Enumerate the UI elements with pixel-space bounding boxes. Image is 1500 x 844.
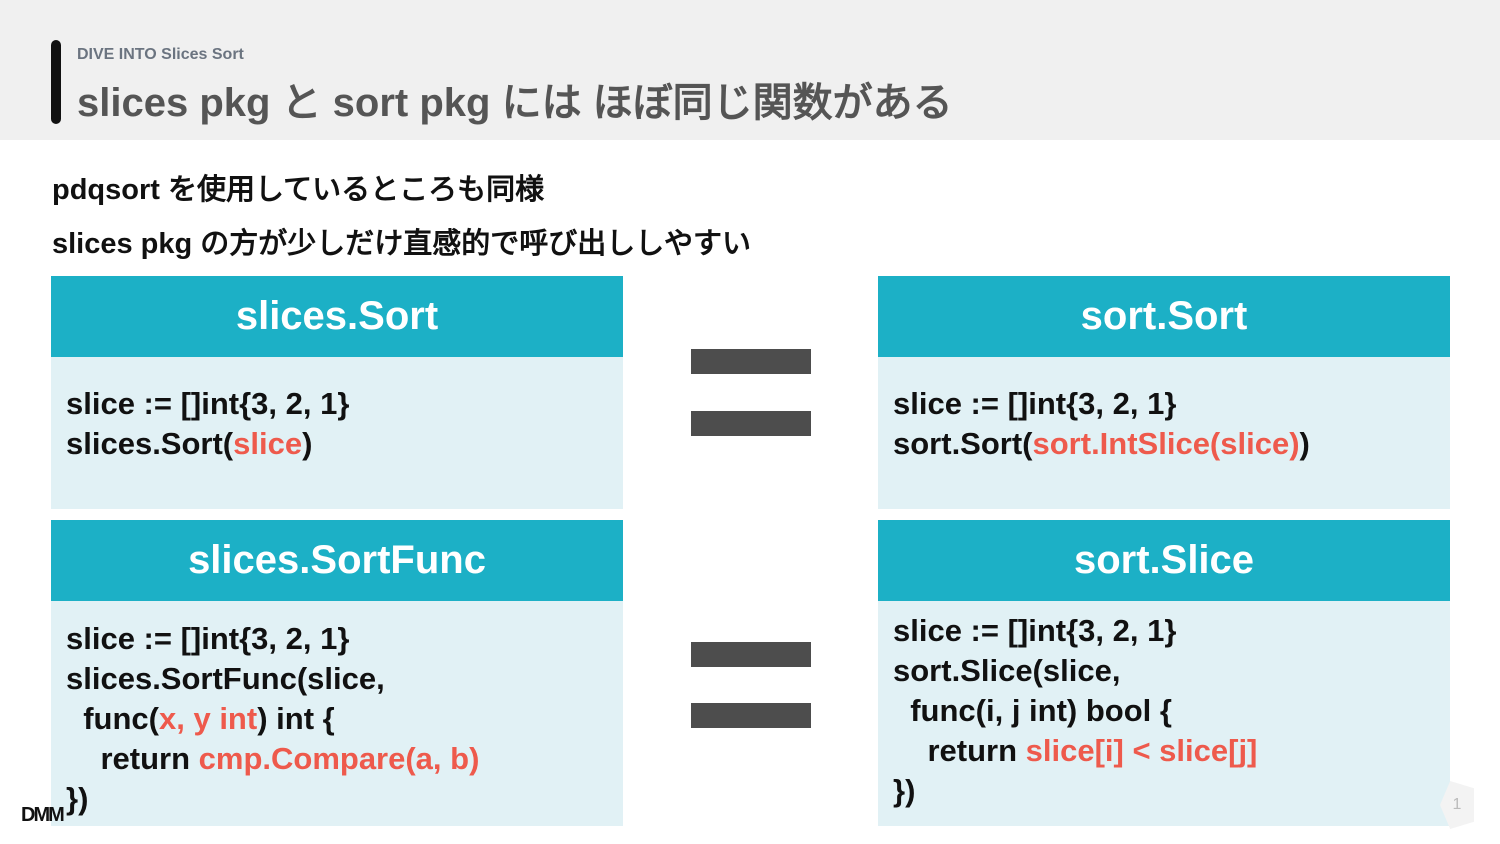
code-block: slice := []int{3, 2, 1} slices.SortFunc(… <box>51 601 623 819</box>
card-slices-sort: slices.Sort slice := []int{3, 2, 1} slic… <box>51 276 623 509</box>
equals-bar <box>691 349 811 374</box>
card-title: sort.Sort <box>878 276 1450 357</box>
code-text: func( <box>66 701 159 736</box>
slide-title: slices pkg と sort pkg には ほぼ同じ関数がある <box>77 81 953 125</box>
code-text: ) <box>1299 426 1310 461</box>
code-line: func(i, j int) bool { <box>893 693 1172 728</box>
code-line: }) <box>66 781 89 816</box>
code-block: slice := []int{3, 2, 1} slices.Sort(slic… <box>51 357 623 464</box>
code-block: slice := []int{3, 2, 1} sort.Sort(sort.I… <box>878 357 1450 464</box>
code-text: sort.Sort( <box>893 426 1033 461</box>
code-line: sort.Slice(slice, <box>893 653 1121 688</box>
card-sort-slice: sort.Slice slice := []int{3, 2, 1} sort.… <box>878 520 1450 826</box>
code-highlight: slice <box>233 426 303 461</box>
section-kicker: DIVE INTO Slices Sort <box>77 46 244 63</box>
code-highlight: slice[i] < slice[j] <box>1025 733 1258 768</box>
code-line: slice := []int{3, 2, 1} <box>893 386 1177 421</box>
code-text: ) <box>302 426 313 461</box>
equals-bar <box>691 642 811 667</box>
header-accent-bar <box>51 40 61 124</box>
card-sort-sort: sort.Sort slice := []int{3, 2, 1} sort.S… <box>878 276 1450 509</box>
body-line-intuitive: slices pkg の方が少しだけ直感的で呼び出ししやすい <box>52 228 752 260</box>
company-logo: DMM <box>21 804 65 826</box>
card-title: slices.SortFunc <box>51 520 623 601</box>
code-text: ) int { <box>257 701 335 736</box>
code-highlight: sort.IntSlice(slice) <box>1032 426 1300 461</box>
equals-bar <box>691 703 811 728</box>
code-line: }) <box>893 773 916 808</box>
code-highlight: x, y int <box>159 701 258 736</box>
code-block: slice := []int{3, 2, 1} sort.Slice(slice… <box>878 601 1450 811</box>
card-title: sort.Slice <box>878 520 1450 601</box>
code-text: slices.Sort( <box>66 426 234 461</box>
card-slices-sortfunc: slices.SortFunc slice := []int{3, 2, 1} … <box>51 520 623 826</box>
code-text: return <box>893 733 1026 768</box>
code-line: slice := []int{3, 2, 1} <box>893 613 1177 648</box>
code-line: slice := []int{3, 2, 1} <box>66 386 350 421</box>
code-line: slices.SortFunc(slice, <box>66 661 385 696</box>
code-text: return <box>66 741 199 776</box>
code-highlight: cmp.Compare(a, b) <box>198 741 480 776</box>
code-line: slice := []int{3, 2, 1} <box>66 621 350 656</box>
slide-header: DIVE INTO Slices Sort slices pkg と sort … <box>0 0 1500 140</box>
equals-bar <box>691 411 811 436</box>
card-title: slices.Sort <box>51 276 623 357</box>
body-line-pdqsort: pdqsort を使用しているところも同様 <box>52 174 545 206</box>
